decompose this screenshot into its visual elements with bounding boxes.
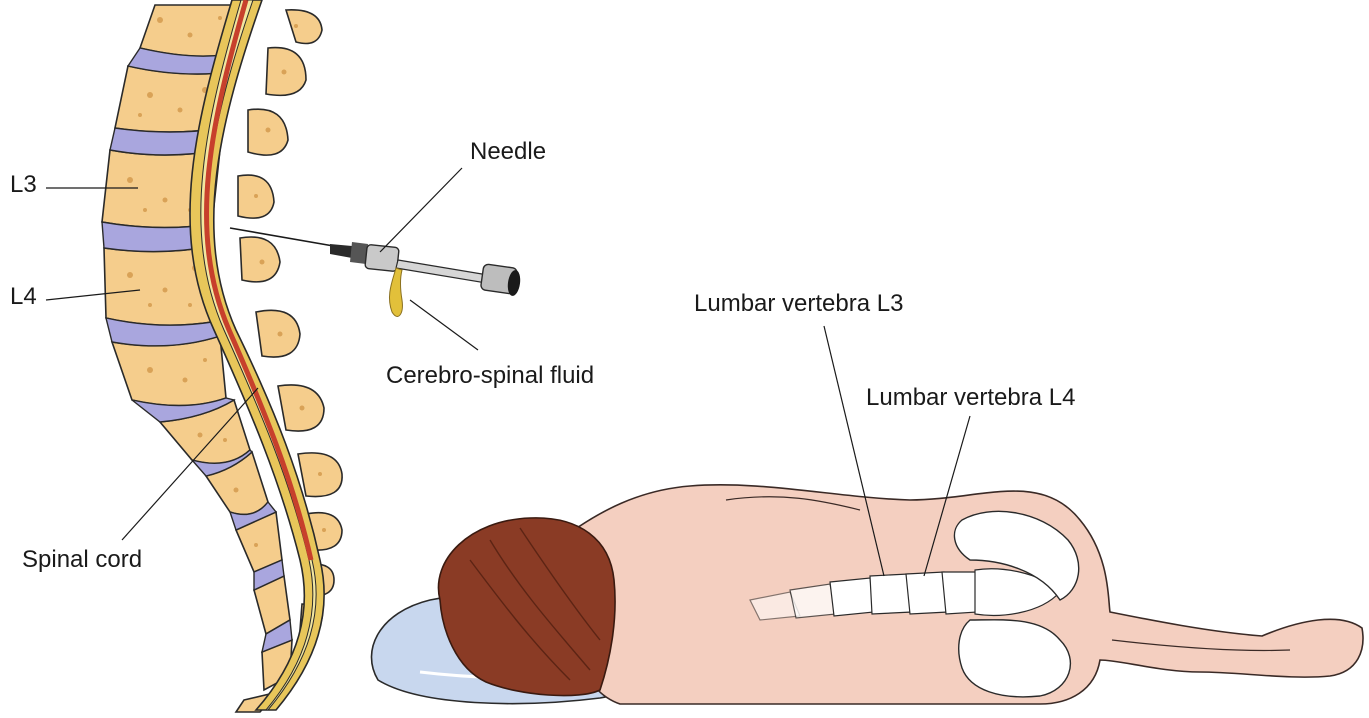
spine-section bbox=[102, 0, 342, 712]
label-cerebro-spinal-fluid: Cerebro-spinal fluid bbox=[386, 364, 594, 388]
label-spinal-cord: Spinal cord bbox=[22, 548, 142, 572]
label-l4: L4 bbox=[10, 285, 37, 309]
label-lumbar-vertebra-l4: Lumbar vertebra L4 bbox=[866, 386, 1075, 410]
label-needle: Needle bbox=[470, 140, 546, 164]
label-l3: L3 bbox=[10, 173, 37, 197]
fluid-drip bbox=[389, 268, 402, 316]
leader-csf bbox=[410, 300, 478, 350]
label-lumbar-vertebra-l3: Lumbar vertebra L3 bbox=[694, 292, 903, 316]
leader-needle bbox=[380, 168, 462, 252]
patient bbox=[371, 485, 1362, 704]
